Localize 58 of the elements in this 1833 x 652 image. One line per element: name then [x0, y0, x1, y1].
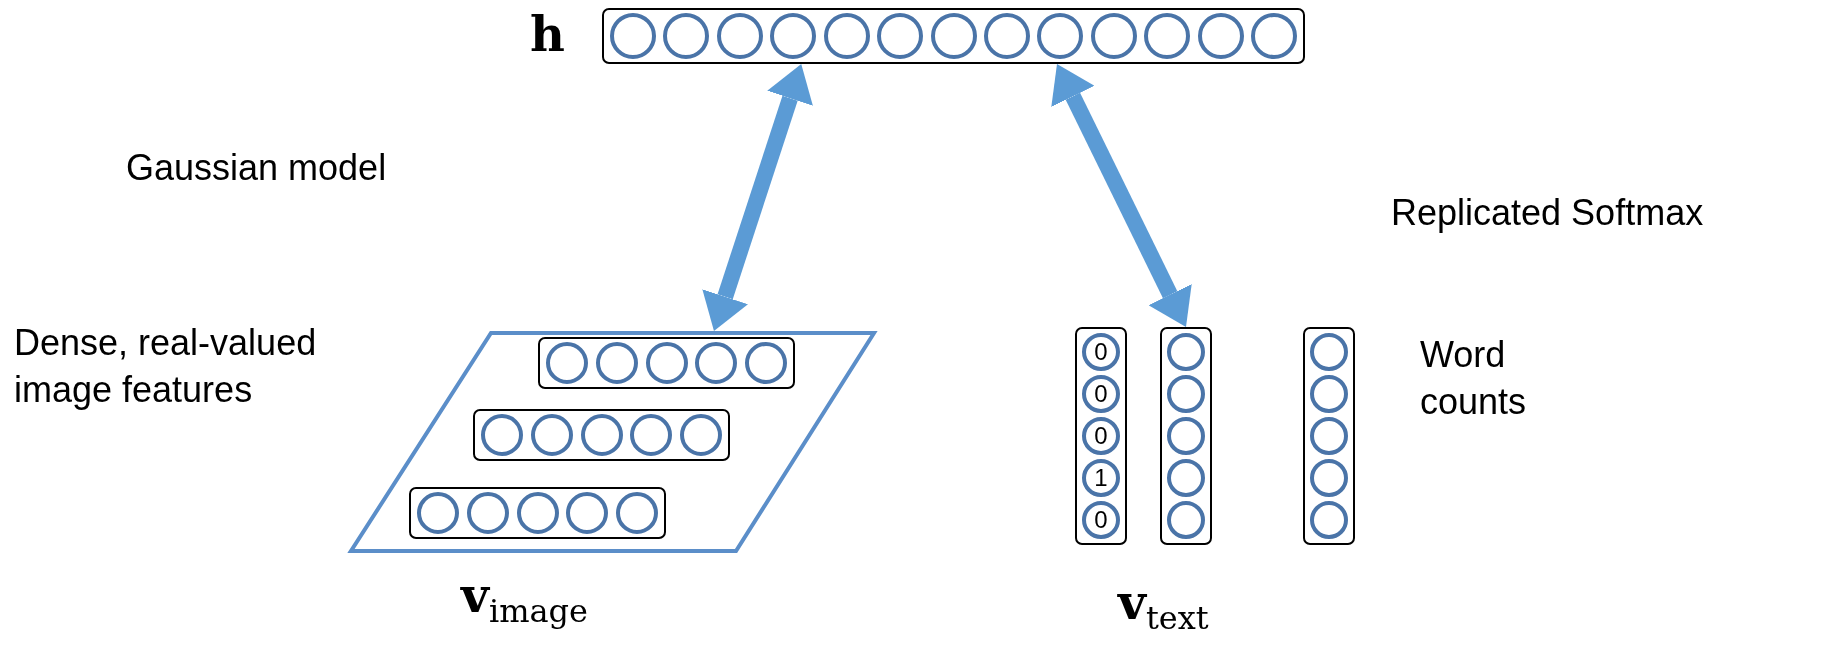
unit-circle: 0	[1082, 375, 1120, 413]
unit-circle	[1090, 13, 1137, 59]
layer-label: v$_{image}$	[461, 571, 588, 627]
unit-circle	[580, 414, 623, 456]
unit-circle: 0	[1082, 501, 1120, 539]
unit-circle	[1310, 333, 1348, 371]
unit-circle	[823, 13, 870, 59]
unit-circle: 1	[1082, 459, 1120, 497]
unit-circle	[1167, 333, 1205, 371]
unit-circle	[1310, 459, 1348, 497]
unit-circle	[1144, 13, 1191, 59]
annotation-text: Dense, real-valued image features	[14, 321, 318, 412]
unit-circle	[877, 13, 924, 59]
unit-circle	[1167, 417, 1205, 455]
unit-circle	[1037, 13, 1084, 59]
unit-bar	[409, 487, 666, 539]
unit-circle	[716, 13, 763, 59]
layer-label: h	[530, 10, 565, 58]
unit-circle	[1167, 459, 1205, 497]
unit-circle	[983, 13, 1030, 59]
unit-circle	[609, 13, 656, 59]
unit-circle	[680, 414, 723, 456]
unit-circle	[630, 414, 673, 456]
unit-circle	[1310, 417, 1348, 455]
unit-circle: 0	[1082, 417, 1120, 455]
unit-circle	[616, 492, 659, 534]
unit-circle	[1310, 501, 1348, 539]
unit-circle	[1251, 13, 1298, 59]
annotation-text: Replicated Softmax	[1391, 191, 1705, 235]
unit-circle	[530, 414, 573, 456]
unit-bar	[1303, 327, 1355, 545]
unit-circle	[480, 414, 523, 456]
unit-circle	[1310, 375, 1348, 413]
unit-circle	[663, 13, 710, 59]
unit-circle	[516, 492, 559, 534]
unit-circle	[545, 342, 588, 384]
unit-circle	[1167, 501, 1205, 539]
unit-circle	[566, 492, 609, 534]
layer-label: v$_{text}$	[1118, 578, 1210, 634]
unit-circle	[770, 13, 817, 59]
unit-circle	[1167, 375, 1205, 413]
unit-circle	[745, 342, 788, 384]
unit-circle	[1197, 13, 1244, 59]
double-arrow	[1051, 64, 1192, 327]
unit-bar	[538, 337, 795, 389]
unit-circle: 0	[1082, 333, 1120, 371]
unit-circle	[595, 342, 638, 384]
unit-circle	[466, 492, 509, 534]
annotation-text: Gaussian model	[126, 146, 388, 190]
unit-bar	[1075, 327, 1127, 545]
annotation-text: Word counts	[1420, 333, 1528, 424]
unit-circle	[695, 342, 738, 384]
unit-bar	[1160, 327, 1212, 545]
unit-circle	[645, 342, 688, 384]
double-arrow	[702, 64, 813, 331]
unit-circle	[416, 492, 459, 534]
unit-circle	[930, 13, 977, 59]
unit-bar	[473, 409, 730, 461]
